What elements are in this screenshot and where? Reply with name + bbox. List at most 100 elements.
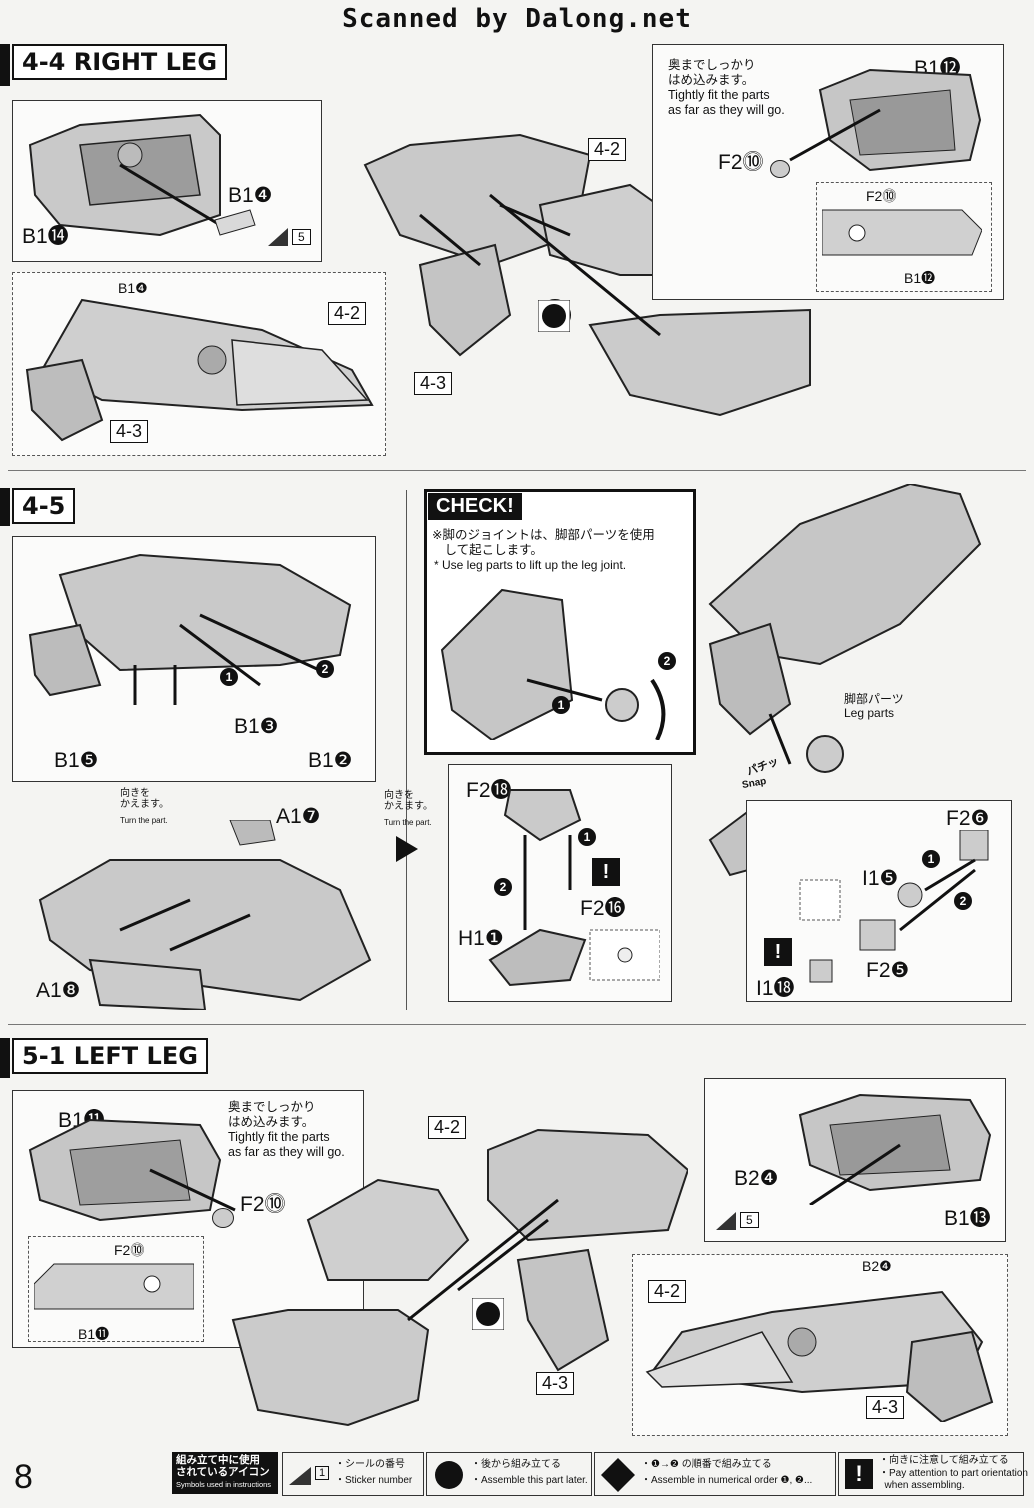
left-leg-detail-illustration xyxy=(28,1118,236,1222)
part-label: F2⓾ xyxy=(114,1242,145,1258)
sticker-number: 5 xyxy=(292,229,311,245)
turn-note-jp: 向きを かえます。 xyxy=(120,788,169,810)
direction-arrow-icon xyxy=(396,836,418,867)
tight-fit-note-jp: 奥までしっかり はめ込みます。 xyxy=(228,1100,316,1129)
part-label: B2❹ xyxy=(734,1167,779,1190)
tight-fit-note-en: Tightly fit the parts as far as they wil… xyxy=(668,88,785,117)
part-label: B1❹ xyxy=(118,280,148,296)
legend-order-en: ・Assemble in numerical order ❶, ❷... xyxy=(641,1475,813,1486)
turn-note-en: Turn the part. xyxy=(384,818,432,827)
step-marker xyxy=(0,1038,10,1078)
part-label: F2❺ xyxy=(866,959,910,982)
legend-orient-jp: ・向きに注意して組み立てる xyxy=(879,1455,1009,1466)
step-1-badge: 1 xyxy=(578,828,596,846)
part-label: F2⓾ xyxy=(718,151,764,174)
left-leg-assembly-illustration xyxy=(231,1128,688,1427)
leg-parts-label-en: Leg parts xyxy=(844,706,895,720)
numbered-diamond-icon xyxy=(601,1458,635,1492)
part-label: F2⓾ xyxy=(240,1193,286,1216)
turn-note-en: Turn the part. xyxy=(120,816,168,825)
section-divider xyxy=(8,470,1026,471)
assemble-later-icon xyxy=(537,299,571,337)
assembled-left-leg-illustration xyxy=(645,1290,994,1422)
step-1-badge: 1 xyxy=(220,668,238,686)
step-2-badge: 2 xyxy=(954,892,972,910)
step-title-5-1: 5-1 LEFT LEG xyxy=(12,1038,208,1074)
check-note-jp: ※脚のジョイントは、脚部パーツを使用 して起こします。 xyxy=(432,528,655,557)
orientation-warning-icon: ! xyxy=(592,858,620,886)
hip-joint-illustration xyxy=(799,830,989,983)
left-leg-right-detail-illustration xyxy=(798,1093,992,1205)
right-leg-detail-illustration xyxy=(789,68,982,172)
legend-sticker: 1 ・シールの番号 ・Sticker number xyxy=(282,1452,424,1496)
part-label: B1❸ xyxy=(234,715,279,738)
legend-orientation: ! ・向きに注意して組み立てる ・Pay attention to part o… xyxy=(838,1452,1028,1496)
part-label: B2❹ xyxy=(862,1258,892,1274)
part-label: F2⓲ xyxy=(466,779,512,802)
ref-step-4-3: 4-3 xyxy=(536,1372,575,1395)
ref-step-4-2: 4-2 xyxy=(648,1280,687,1303)
foot-parts-illustration xyxy=(488,789,660,987)
legend-title-en: Symbols used in instructions xyxy=(176,1480,272,1489)
step-2-badge: 2 xyxy=(658,652,676,670)
part-label: B1⓮ xyxy=(22,225,69,248)
sticker-icon xyxy=(268,228,288,246)
step-1-badge: 1 xyxy=(922,850,940,868)
ref-step-4-2: 4-2 xyxy=(588,138,627,161)
joint-part-icon xyxy=(770,160,790,178)
right-leg-assembly-illustration xyxy=(363,133,811,417)
step-title-4-5: 4-5 xyxy=(12,488,76,524)
check-note-en: * Use leg parts to lift up the leg joint… xyxy=(434,558,627,572)
assembled-right-leg-illustration xyxy=(25,298,374,442)
orientation-warning-icon: ! xyxy=(764,938,792,966)
part-label: I1⓲ xyxy=(756,977,795,1000)
ref-step-4-2: 4-2 xyxy=(328,302,367,325)
legend-title-box: 組み立て中に使用 されているアイコン Symbols used in instr… xyxy=(172,1452,278,1494)
turned-leg-illustration xyxy=(38,820,372,1010)
part-label: F2❻ xyxy=(946,807,990,830)
ref-step-4-3: 4-3 xyxy=(866,1396,905,1419)
sticker-number: 1 xyxy=(315,1466,330,1480)
part-label: B1⓬ xyxy=(904,270,936,286)
part-label: B1⓭ xyxy=(944,1207,991,1230)
legend-assemble-later: ・後から組み立てる ・Assemble this part later. xyxy=(426,1452,592,1496)
vertical-divider xyxy=(406,490,407,1010)
check-title: CHECK! xyxy=(428,493,522,520)
tight-fit-note-jp: 奥までしっかり はめ込みます。 xyxy=(668,58,756,87)
legend-sticker-en: ・Sticker number xyxy=(335,1475,413,1486)
orientation-warning-icon: ! xyxy=(845,1459,873,1489)
legend-sticker-jp: ・シールの番号 xyxy=(335,1459,405,1470)
joint-part-icon xyxy=(212,1208,234,1228)
part-label: F2⓾ xyxy=(866,188,897,204)
tight-fit-note-en: Tightly fit the parts as far as they wil… xyxy=(228,1130,345,1159)
assemble-later-icon xyxy=(471,1297,505,1335)
part-label: B1❹ xyxy=(228,184,273,207)
part-label: F2⓰ xyxy=(580,897,626,920)
ref-step-4-3: 4-3 xyxy=(414,372,453,395)
sticker-icon xyxy=(289,1467,311,1485)
step-1-badge: 1 xyxy=(552,696,570,714)
part-label: B1⓫ xyxy=(78,1326,110,1342)
legend-later-jp: ・後から組み立てる xyxy=(471,1459,561,1470)
legend-later-en: ・Assemble this part later. xyxy=(471,1475,588,1486)
part-label: I1❺ xyxy=(862,867,899,890)
assemble-later-icon xyxy=(435,1461,463,1489)
step-marker xyxy=(0,44,10,86)
leg-with-joint-illustration xyxy=(708,484,982,773)
section-divider xyxy=(8,1024,1026,1025)
inset-illustration xyxy=(34,1263,194,1310)
sticker-number: 5 xyxy=(740,1212,759,1228)
page-number: 8 xyxy=(14,1458,33,1496)
ref-step-4-3: 4-3 xyxy=(110,420,149,443)
check-illustration xyxy=(440,588,666,740)
leg-parts-label-jp: 脚部パーツ xyxy=(844,692,904,706)
scan-credit: Scanned by Dalong.net xyxy=(342,4,692,34)
legend-title-jp: 組み立て中に使用 されているアイコン xyxy=(176,1454,270,1478)
part-label: A1❽ xyxy=(36,979,81,1002)
step-title-4-4: 4-4 RIGHT LEG xyxy=(12,44,228,80)
inset-illustration xyxy=(822,209,982,256)
part-label: H1❶ xyxy=(458,927,504,950)
leg-joint-illustration xyxy=(28,553,352,705)
legend-orient-en: ・Pay attention to part orientation when … xyxy=(879,1468,1028,1491)
part-label: B1❷ xyxy=(308,749,353,772)
